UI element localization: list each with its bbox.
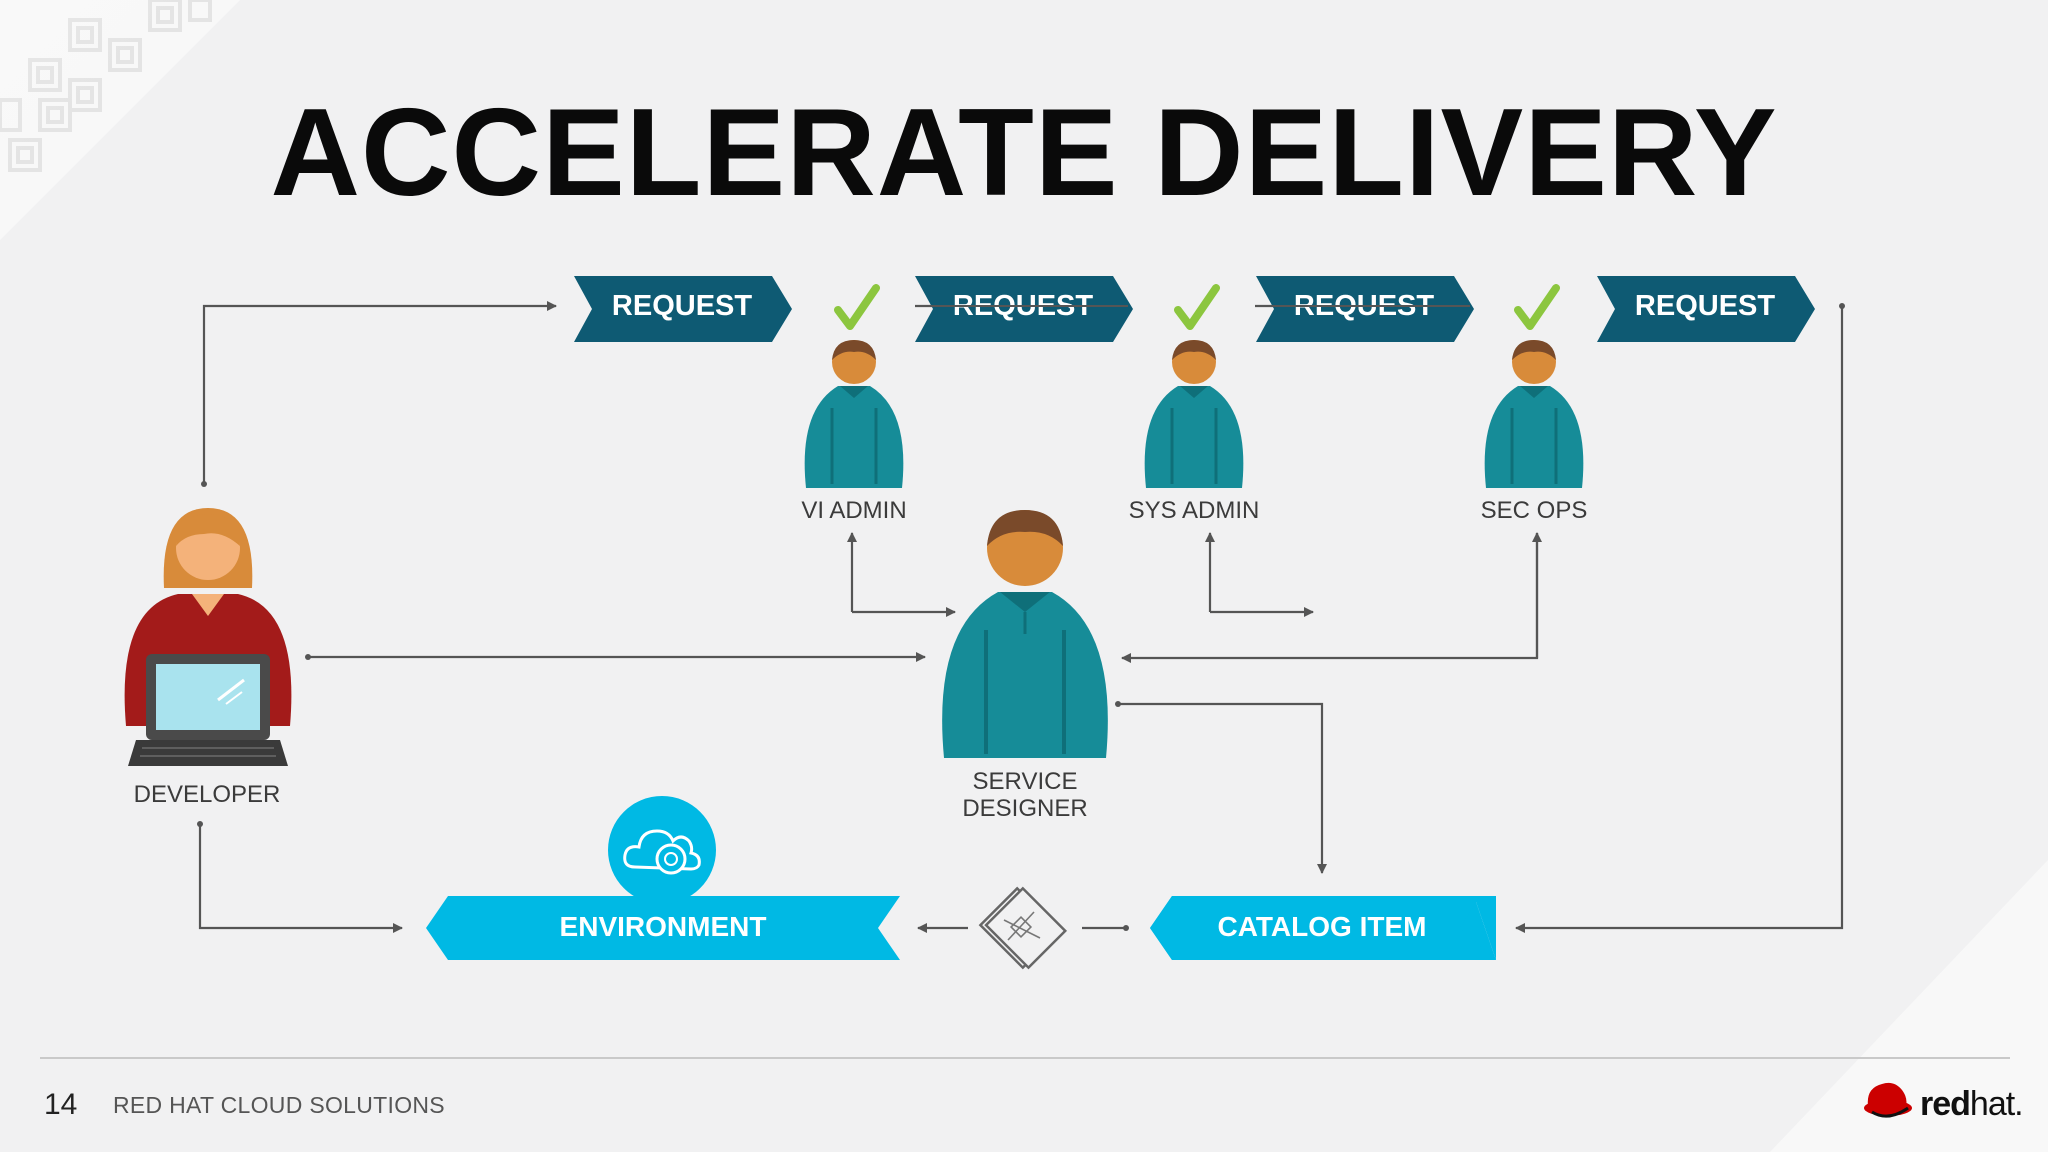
blueprint-icon (978, 886, 1068, 970)
service-designer-label-line1: SERVICE (972, 768, 1078, 795)
check-icon (834, 284, 880, 330)
corner-diagonal (1770, 860, 2048, 1152)
developer-person-icon (124, 508, 292, 766)
vi-admin-person-icon (804, 340, 904, 488)
service-designer-label-line2: DESIGNER (962, 795, 1088, 822)
catalog-item-banner (1150, 896, 1496, 960)
sec-ops-label: SEC OPS (1480, 497, 1588, 524)
cloud-icon (608, 796, 716, 904)
page-number: 14 (44, 1088, 78, 1121)
vi-admin-label: VI ADMIN (801, 497, 907, 524)
request-tag-2 (915, 276, 1133, 342)
environment-banner (426, 896, 900, 960)
redhat-logo-text: redhat. (1920, 1085, 2024, 1124)
request-tag-4-label: REQUEST (1634, 290, 1776, 322)
request-tag-1 (574, 276, 792, 342)
check-icon (1514, 284, 1560, 330)
environment-label: ENVIRONMENT (559, 911, 767, 942)
catalog-item-label: CATALOG ITEM (1217, 911, 1427, 942)
request-tag-4 (1597, 276, 1815, 342)
footer-text: RED HAT CLOUD SOLUTIONS (113, 1092, 445, 1118)
request-tag-1-label: REQUEST (611, 290, 753, 322)
page-title: ACCELERATE DELIVERY (270, 84, 1778, 222)
tag-strike-lines (915, 305, 1470, 307)
footer-divider (40, 1057, 2010, 1059)
logo-light: hat. (1969, 1085, 2024, 1123)
request-tag-3 (1256, 276, 1474, 342)
redhat-logo-icon (1864, 1082, 1912, 1118)
sys-admin-label: SYS ADMIN (1128, 497, 1260, 524)
service-designer-person-icon (942, 510, 1108, 758)
check-icon (1174, 284, 1220, 330)
sys-admin-person-icon (1144, 340, 1244, 488)
developer-label: DEVELOPER (133, 781, 281, 808)
sec-ops-person-icon (1484, 340, 1584, 488)
logo-bold: red (1920, 1085, 1971, 1123)
corner-pattern (0, 0, 240, 240)
